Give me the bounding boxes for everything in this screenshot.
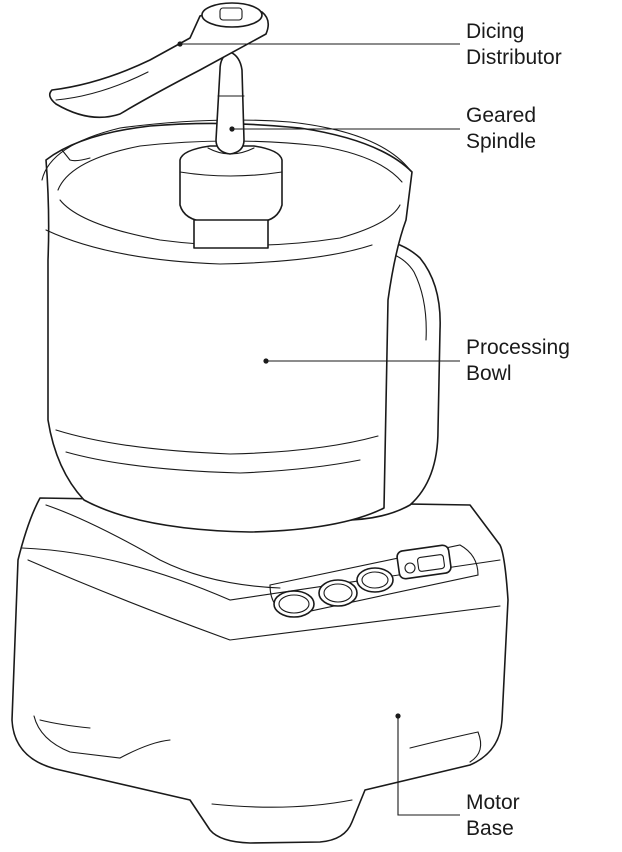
display-panel bbox=[396, 544, 452, 580]
label-dicing-distributor: Dicing Distributor bbox=[466, 20, 562, 69]
leader-lines bbox=[177, 41, 460, 816]
indicator-light bbox=[404, 562, 416, 574]
geared-spindle bbox=[179, 51, 283, 249]
leader-dot-dicing-distributor bbox=[177, 41, 183, 47]
leader-dot-motor-base bbox=[395, 713, 401, 719]
bowl-body bbox=[45, 122, 413, 533]
spindle-hub bbox=[179, 145, 283, 223]
spindle-shaft bbox=[215, 51, 245, 155]
control-panel-outline bbox=[269, 544, 479, 616]
control-buttons bbox=[273, 544, 452, 618]
dicing-distributor bbox=[48, 2, 270, 119]
label-motor-base: Motor Base bbox=[466, 791, 520, 840]
processing-bowl bbox=[41, 119, 441, 533]
front-right-foot bbox=[409, 731, 482, 763]
leader-motor-base bbox=[397, 716, 460, 816]
leader-dot-processing-bowl bbox=[263, 358, 269, 364]
distributor-cap bbox=[201, 2, 263, 28]
leader-dot-geared-spindle bbox=[229, 126, 235, 132]
label-geared-spindle: Geared Spindle bbox=[466, 104, 537, 153]
spindle-column bbox=[193, 219, 269, 249]
label-processing-bowl: Processing Bowl bbox=[466, 336, 570, 385]
front-left-foot bbox=[33, 715, 171, 759]
